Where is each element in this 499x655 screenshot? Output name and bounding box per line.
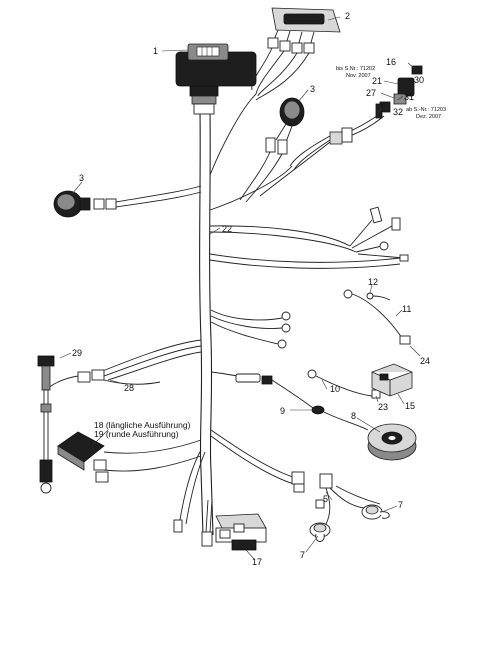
callout-32: 32 xyxy=(393,107,403,117)
clutch-8 xyxy=(367,423,417,461)
callout-12: 12 xyxy=(368,277,378,287)
ring-terminal-branch xyxy=(210,309,291,349)
key-switch-assembly xyxy=(209,65,423,211)
callout-21: 21 xyxy=(372,76,382,86)
branch-22-connectors xyxy=(209,206,409,262)
callout-27: 27 xyxy=(366,88,376,98)
variant-labels: 18 (längliche Ausführung) 19 (runde Ausf… xyxy=(94,420,191,439)
callout-28: 28 xyxy=(124,383,134,393)
long-right-branch xyxy=(209,253,401,269)
hour-meter-module xyxy=(175,43,257,115)
callout-23: 23 xyxy=(378,402,388,412)
note-serial-upto: bis S.Nr.: 71202 xyxy=(336,66,375,72)
callout-30: 30 xyxy=(414,75,424,85)
control-unit-17 xyxy=(215,513,267,551)
lamp-socket-upper xyxy=(361,504,390,520)
callout-7-right: 7 xyxy=(398,500,403,510)
callout-10: 10 xyxy=(330,384,340,394)
connector-strip xyxy=(209,7,341,176)
headlight-branch xyxy=(210,429,381,525)
variant-19-label: 19 (runde Ausführung) xyxy=(94,429,179,439)
connector-9 xyxy=(210,371,369,431)
callout-15: 15 xyxy=(405,401,415,411)
callout-11: 11 xyxy=(402,304,411,314)
note-serial-upto-date: Nov. 2007 xyxy=(346,73,371,79)
variant-18-label: 18 (längliche Ausführung) xyxy=(94,420,191,430)
relay-18-19 xyxy=(57,431,202,483)
callout-31: 31 xyxy=(404,92,414,102)
callout-2: 2 xyxy=(345,11,350,21)
cable-11 xyxy=(343,289,411,345)
callout-7-left: 7 xyxy=(300,550,305,560)
note-serial-from-date: Dez. 2007 xyxy=(416,114,441,120)
relay-15 xyxy=(371,363,413,397)
leader-lines xyxy=(59,16,421,561)
callout-17: 17 xyxy=(252,557,262,567)
sub-harness-28 xyxy=(37,339,202,494)
callout-1: 1 xyxy=(153,46,158,56)
serial-notes: bis S.Nr.: 71202 Nov. 2007 ab S.-Nr.: 71… xyxy=(336,66,446,120)
callout-5: 5 xyxy=(323,494,328,504)
main-harness xyxy=(199,111,214,536)
callout-29: 29 xyxy=(72,348,82,358)
note-serial-from: ab S.-Nr.: 71203 xyxy=(406,107,446,113)
cable-10 xyxy=(307,369,381,399)
callout-9: 9 xyxy=(280,406,285,416)
callout-3-upper: 3 xyxy=(310,84,315,94)
callout-8: 8 xyxy=(351,411,356,421)
callout-labels: 1 2 3 3 16 30 21 27 31 32 22 12 11 24 29… xyxy=(72,11,430,567)
callout-22: 22 xyxy=(222,224,232,234)
round-switch-left xyxy=(53,185,202,218)
lamp-socket-lower xyxy=(309,522,331,542)
callout-24: 24 xyxy=(420,356,430,366)
round-switch-upper xyxy=(239,97,305,203)
callout-16: 16 xyxy=(386,57,396,67)
callout-3-left: 3 xyxy=(79,173,84,183)
bottom-branches xyxy=(173,449,213,547)
